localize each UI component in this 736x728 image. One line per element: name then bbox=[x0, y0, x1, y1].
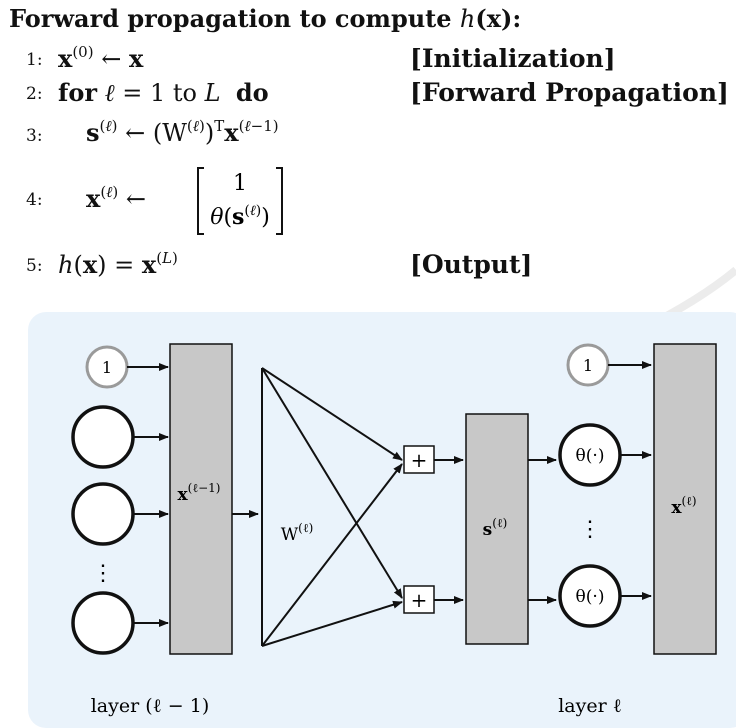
sum-node-bottom-label: + bbox=[411, 588, 428, 612]
x-prev-box bbox=[169, 343, 233, 655]
line-comment: [Forward Propagation] bbox=[410, 78, 729, 107]
sum-node-top-label: + bbox=[411, 448, 428, 472]
x-cur-box bbox=[653, 343, 717, 655]
neuron-left-3 bbox=[71, 591, 135, 655]
algorithm-title-math: h bbox=[459, 5, 476, 33]
line-statement: for ℓ = 1 to L do bbox=[58, 78, 269, 107]
x-prev-label: x(ℓ−1) bbox=[178, 481, 221, 505]
sum-node-top bbox=[403, 445, 435, 474]
line-statement: h(x) = x(L) bbox=[58, 249, 178, 279]
line-comment: [Initialization] bbox=[410, 44, 616, 73]
line-statement: s(ℓ) ← (W(ℓ))Tx(ℓ−1) bbox=[86, 117, 279, 147]
svg-text:1: 1 bbox=[233, 171, 247, 196]
neuron-left-1 bbox=[71, 405, 135, 469]
weight-label: W(ℓ) bbox=[281, 521, 314, 545]
line-statement: x(ℓ) ← bbox=[86, 183, 147, 213]
weight-lines bbox=[261, 367, 403, 647]
sum-node-bottom bbox=[403, 585, 435, 614]
activation-node-top-label: θ(·) bbox=[576, 446, 605, 466]
algorithm-block: Forward propagation to compute h(x): 1: … bbox=[0, 0, 736, 300]
vertical-dots-left: ⋮ bbox=[92, 561, 114, 586]
s-label: s(ℓ) bbox=[483, 516, 508, 540]
diagram-panel bbox=[28, 312, 736, 728]
bias-node-left-label: 1 bbox=[102, 358, 112, 377]
bracket-vector: 1 θ(s(ℓ)) bbox=[197, 167, 283, 235]
line-number: 1: bbox=[26, 50, 43, 70]
activation-node-bottom-label: θ(·) bbox=[576, 587, 605, 607]
line-number: 3: bbox=[26, 126, 43, 146]
line-number: 5: bbox=[26, 256, 43, 276]
layer-label-right: layer ℓ bbox=[558, 695, 622, 717]
line-number: 4: bbox=[26, 190, 43, 210]
vertical-dots-right: ⋮ bbox=[579, 517, 601, 542]
algorithm-title-text: Forward propagation to compute bbox=[9, 4, 460, 33]
s-box bbox=[465, 413, 529, 645]
line-comment: [Output] bbox=[410, 250, 533, 279]
neuron-left-2 bbox=[71, 482, 135, 546]
line-number: 2: bbox=[26, 84, 43, 104]
line-statement: x(0) ← x bbox=[58, 43, 144, 73]
algorithm-title: Forward propagation to compute h(x): bbox=[9, 4, 522, 33]
layer-label-left: layer (ℓ − 1) bbox=[91, 695, 210, 717]
x-cur-label: x(ℓ) bbox=[671, 494, 696, 518]
bias-node-right-label: 1 bbox=[583, 356, 593, 375]
